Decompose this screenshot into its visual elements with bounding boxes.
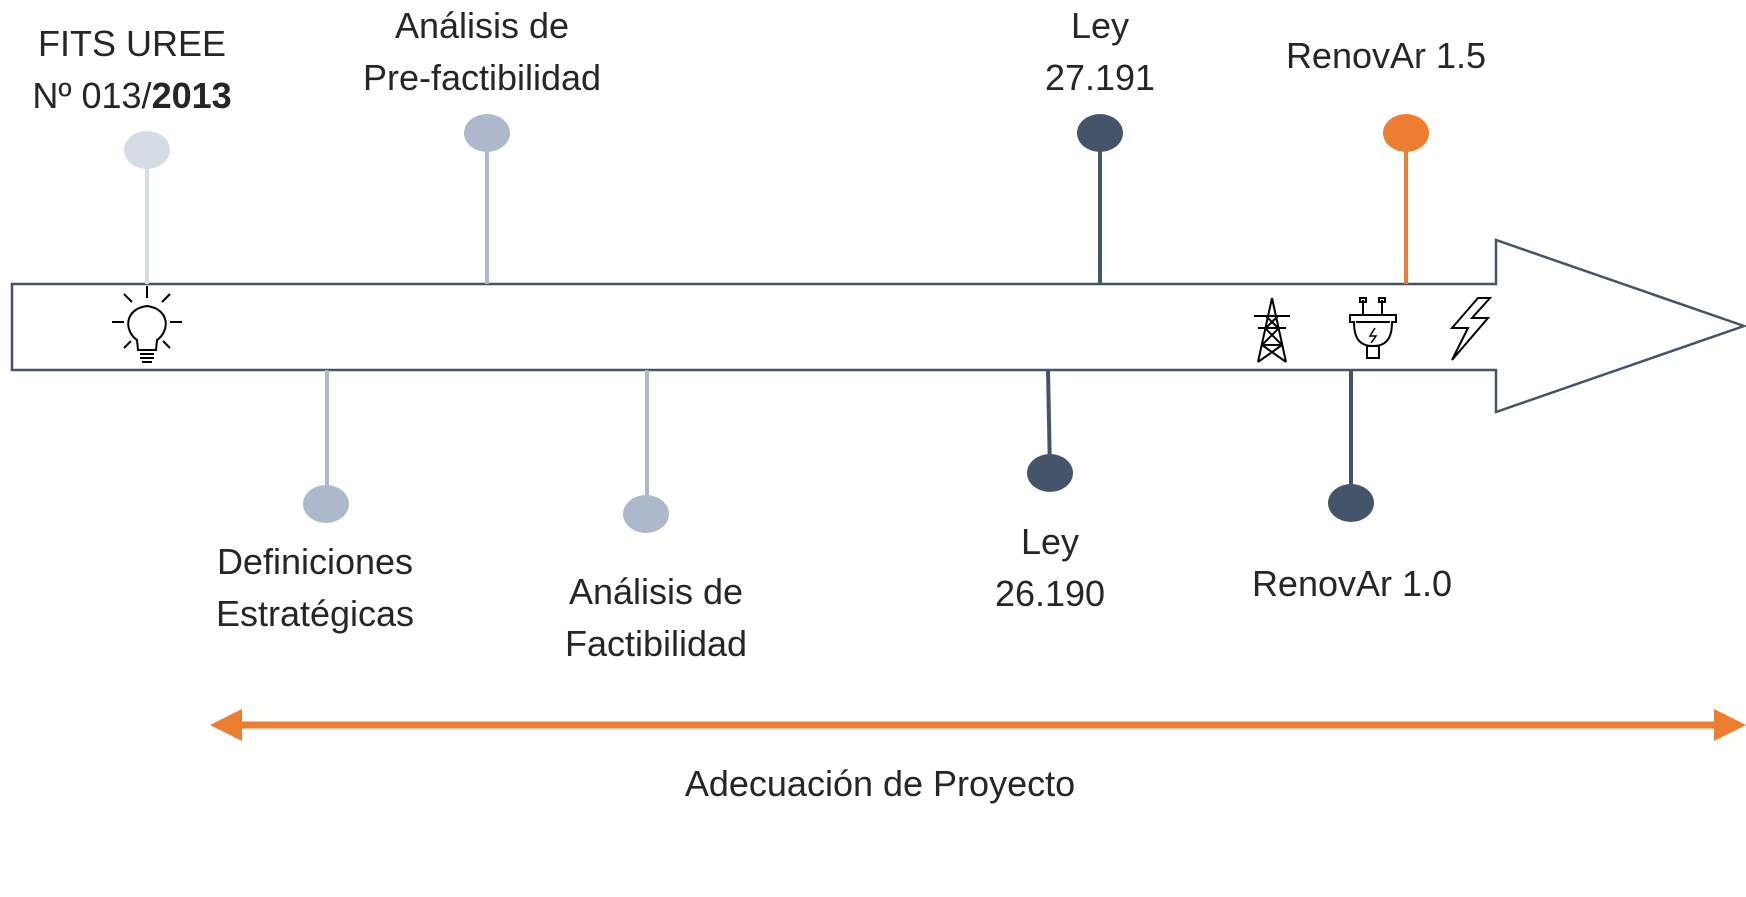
- power-plug-icon: [1349, 297, 1397, 359]
- pin-ley26190: [1027, 369, 1073, 492]
- span-double-arrow: [210, 709, 1746, 741]
- label-analisis-factibilidad: Análisis de Factibilidad: [526, 566, 786, 670]
- lightning-bolt-icon: [1449, 297, 1493, 361]
- pin-prefactibilidad: [464, 114, 510, 284]
- label-line: RenovAr 1.0: [1251, 563, 1453, 604]
- label-line: Pre-factibilidad: [362, 57, 602, 98]
- label-line: Definiciones: [216, 541, 414, 582]
- label-line: FITS UREE: [37, 23, 226, 64]
- label-line: 27.191: [1044, 57, 1156, 98]
- label-line: Análisis de: [568, 571, 744, 612]
- pin-renovar15: [1383, 114, 1429, 284]
- label-adecuacion-proyecto: Adecuación de Proyecto: [620, 758, 1140, 810]
- label-analisis-prefactibilidad: Análisis de Pre-factibilidad: [332, 0, 632, 104]
- label-definiciones-estrategicas: Definiciones Estratégicas: [190, 536, 440, 640]
- timeline-arrow: [10, 238, 1746, 414]
- pin-renovar10: [1328, 370, 1374, 522]
- label-renovar-10: RenovAr 1.0: [1232, 558, 1472, 610]
- label-line: Estratégicas: [215, 593, 415, 634]
- label-line: Nº 013/2013: [12, 70, 252, 122]
- label-line: Ley: [1020, 521, 1080, 562]
- pin-factibilidad: [623, 370, 669, 533]
- label-ley-27191: Ley 27.191: [1010, 0, 1190, 104]
- label-year: 2013: [151, 75, 232, 116]
- label-line: 26.190: [994, 573, 1106, 614]
- label-line: RenovAr 1.5: [1285, 35, 1487, 76]
- label-line: Análisis de: [394, 5, 570, 46]
- lightbulb-icon: [112, 286, 182, 363]
- label-line: Adecuación de Proyecto: [684, 763, 1076, 804]
- pin-fits: [124, 131, 170, 284]
- pin-definiciones: [303, 370, 349, 523]
- transmission-tower-icon: [1254, 297, 1290, 363]
- label-prefix: Nº 013/: [32, 75, 152, 116]
- pin-ley27191: [1077, 114, 1123, 284]
- label-renovar-15: RenovAr 1.5: [1266, 30, 1506, 82]
- label-ley-26190: Ley 26.190: [970, 516, 1130, 620]
- label-fits-uree: FITS UREE Nº 013/2013: [12, 18, 252, 122]
- label-line: Ley: [1070, 5, 1130, 46]
- label-line: Factibilidad: [564, 623, 748, 664]
